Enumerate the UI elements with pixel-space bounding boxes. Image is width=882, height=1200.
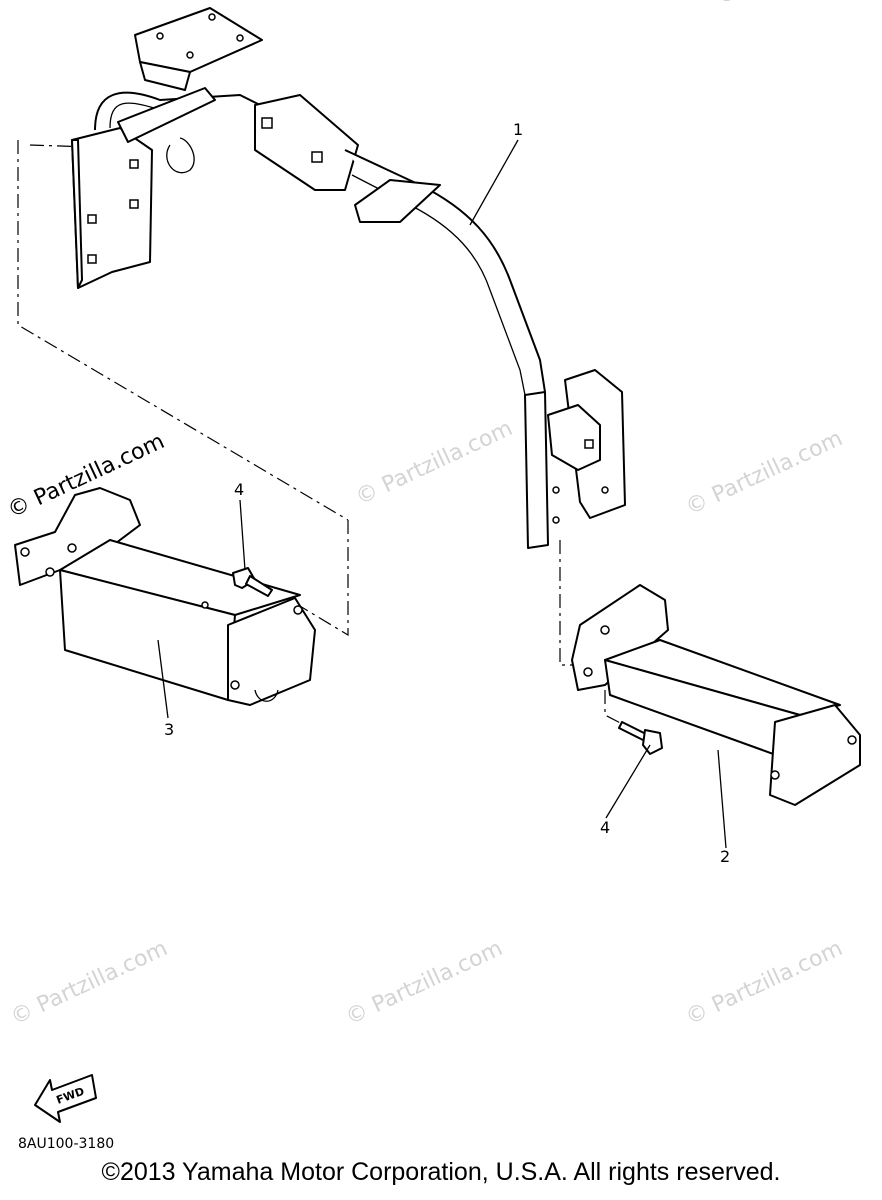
- watermark: © Partzilla.com: [7, 936, 171, 1030]
- watermark: © Partzilla.com: [352, 416, 516, 510]
- callout-part-3: 3: [164, 720, 174, 739]
- part-4-bolt-left: [232, 567, 273, 597]
- part-2-right-support: [571, 584, 861, 806]
- watermark: © Partzilla.com: [682, 426, 846, 520]
- watermark: © Partzilla.com: [712, 0, 876, 10]
- diagram-code: 8AU100-3180: [18, 1136, 114, 1152]
- forward-arrow-icon: FWD: [34, 1074, 97, 1123]
- watermark: © Partzilla.com: [342, 936, 506, 1030]
- callout-part-4: 4: [600, 818, 610, 837]
- watermark: © Partzilla.com: [682, 936, 846, 1030]
- part-1-bracket-assembly: [71, 7, 626, 549]
- callout-part-1: 1: [513, 120, 523, 139]
- copyright-notice: ©2013 Yamaha Motor Corporation, U.S.A. A…: [101, 1158, 781, 1186]
- part-3-left-support: [14, 487, 316, 706]
- callout-part-4: 4: [234, 480, 244, 499]
- callout-part-2: 2: [720, 847, 730, 866]
- leader-lines: [157, 139, 727, 849]
- part-4-bolt-right: [618, 721, 663, 755]
